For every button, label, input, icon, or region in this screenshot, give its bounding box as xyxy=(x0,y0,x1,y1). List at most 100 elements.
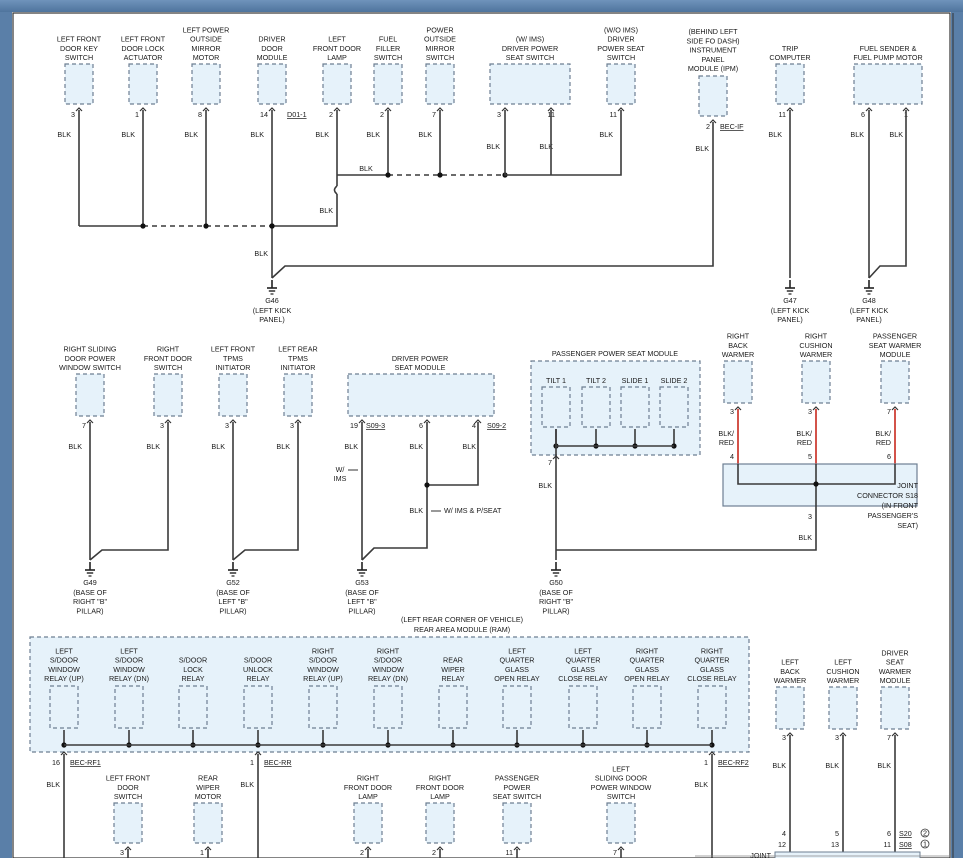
wire xyxy=(504,110,622,176)
component-label: SLIDING DOOR xyxy=(595,774,647,783)
component-label: (W/ IMS) xyxy=(516,35,544,44)
wire xyxy=(868,110,907,279)
connector-pin xyxy=(617,846,625,851)
relay-label: LEFT xyxy=(120,646,138,655)
relay-label: S/DOOR xyxy=(179,656,207,665)
relay-label: WINDOW xyxy=(113,665,145,674)
wire-color-label: BLK xyxy=(319,206,333,215)
pin-number: 3 xyxy=(225,421,229,430)
connector-pin xyxy=(501,107,509,112)
wire-color-label: BLK xyxy=(462,442,476,451)
connector-pin xyxy=(812,406,820,411)
component-label: PASSENGER POWER SEAT MODULE xyxy=(552,349,678,358)
ground-location: (BASE OF xyxy=(539,588,573,597)
connector-pin xyxy=(891,732,899,737)
connector-pin xyxy=(86,419,94,424)
splice-dot xyxy=(140,223,146,229)
component-label: SEAT MODULE xyxy=(395,363,446,372)
component-label: WARMER xyxy=(774,676,806,685)
component-label: WINDOW SWITCH xyxy=(59,363,121,372)
connector-pin xyxy=(358,419,366,424)
wire-color-label: BLK xyxy=(768,130,782,139)
sheet-border xyxy=(12,12,951,858)
relay-label: LOCK xyxy=(183,665,203,674)
component-label: WARMER xyxy=(800,350,832,359)
connector-pin xyxy=(839,732,847,737)
component-fuel-sender xyxy=(853,63,923,105)
component-label: RIGHT xyxy=(357,774,380,783)
component-label: RIGHT xyxy=(429,774,452,783)
component-label: DRIVER xyxy=(258,35,285,44)
component-ipm xyxy=(698,75,728,117)
callout-circle xyxy=(920,828,930,838)
component-label: LEFT xyxy=(834,658,852,667)
component-label: POWER SEAT xyxy=(597,44,645,53)
pin-number: 1 xyxy=(704,758,708,767)
component-label: MODULE (IPM) xyxy=(688,64,738,73)
component-label: DOOR LOCK xyxy=(121,44,164,53)
component-label: TPMS xyxy=(288,354,308,363)
component-label: SWITCH xyxy=(65,53,93,62)
component-label: LEFT POWER xyxy=(183,25,230,34)
ground-location: PANEL) xyxy=(777,315,802,324)
pin-number: 7 xyxy=(613,848,617,857)
component-bottom-4 xyxy=(502,802,532,844)
relay-label: WINDOW xyxy=(372,665,404,674)
component-label: SWITCH xyxy=(114,792,142,801)
connector-pin xyxy=(709,119,717,124)
pin-number: 3 xyxy=(497,110,501,119)
pin-number: 11 xyxy=(884,840,891,849)
component-label: (W/O IMS) xyxy=(604,25,638,34)
relay-label: RIGHT xyxy=(312,646,335,655)
component-warmer-r-1 xyxy=(801,360,831,404)
pin-number: 3 xyxy=(835,733,839,742)
relay-1 xyxy=(114,685,144,729)
relay-label: S/DOOR xyxy=(50,656,78,665)
component-label: MODULE xyxy=(257,53,288,62)
module-part-label: SLIDE 2 xyxy=(661,376,688,385)
splice-dot xyxy=(269,223,275,229)
splice-dot xyxy=(424,482,430,488)
splice-dot xyxy=(813,481,819,487)
module-part-label: SLIDE 1 xyxy=(622,376,649,385)
note-text: IMS xyxy=(334,474,347,483)
component-label: SEAT SWITCH xyxy=(493,792,541,801)
wire-color-label: BLK xyxy=(184,130,198,139)
relay-label: CLOSE RELAY xyxy=(558,674,608,683)
pin-number: 4 xyxy=(730,452,734,461)
pin-number: 16 xyxy=(52,758,60,767)
wire-color-label: BLK xyxy=(68,442,82,451)
ground-location: (LEFT KICK xyxy=(253,306,292,315)
ground-g52: G52 xyxy=(226,578,240,587)
relay-label: QUARTER xyxy=(629,656,664,665)
relay-5 xyxy=(373,685,403,729)
ground-location: (LEFT KICK xyxy=(850,306,889,315)
wire-color-label: BLK xyxy=(240,780,254,789)
component-label: SEAT xyxy=(886,658,905,667)
relay-2 xyxy=(178,685,208,729)
component-r2-2 xyxy=(218,373,248,417)
component-label: BACK xyxy=(728,341,748,350)
joint-label: SEAT) xyxy=(897,521,918,530)
wire-color-label: BLK xyxy=(798,533,812,542)
pin-number: 6 xyxy=(861,110,865,119)
pin-number: 7 xyxy=(548,458,552,467)
ground-location: RIGHT "B" xyxy=(73,597,108,606)
connector-ref: S20 xyxy=(899,829,912,838)
module-part-3 xyxy=(659,386,689,428)
wire-color-label: BLK xyxy=(250,130,264,139)
component-label: SEAT WARMER xyxy=(869,341,922,350)
component-label: DRIVER xyxy=(881,648,908,657)
joint-label: CONNECTOR S18 xyxy=(857,491,918,500)
wire-color-label: BLK xyxy=(418,130,432,139)
relay-label: CLOSE RELAY xyxy=(687,674,737,683)
component-label: RIGHT xyxy=(727,332,750,341)
connector-pin xyxy=(60,751,68,756)
component-label: SWITCH xyxy=(426,53,454,62)
pin-number: 7 xyxy=(887,733,891,742)
relay-label: RELAY (UP) xyxy=(44,674,84,683)
relay-label: LEFT xyxy=(55,646,73,655)
pin-number: 2 xyxy=(329,110,333,119)
component-label: FILLER xyxy=(376,44,400,53)
connector-pin xyxy=(786,732,794,737)
